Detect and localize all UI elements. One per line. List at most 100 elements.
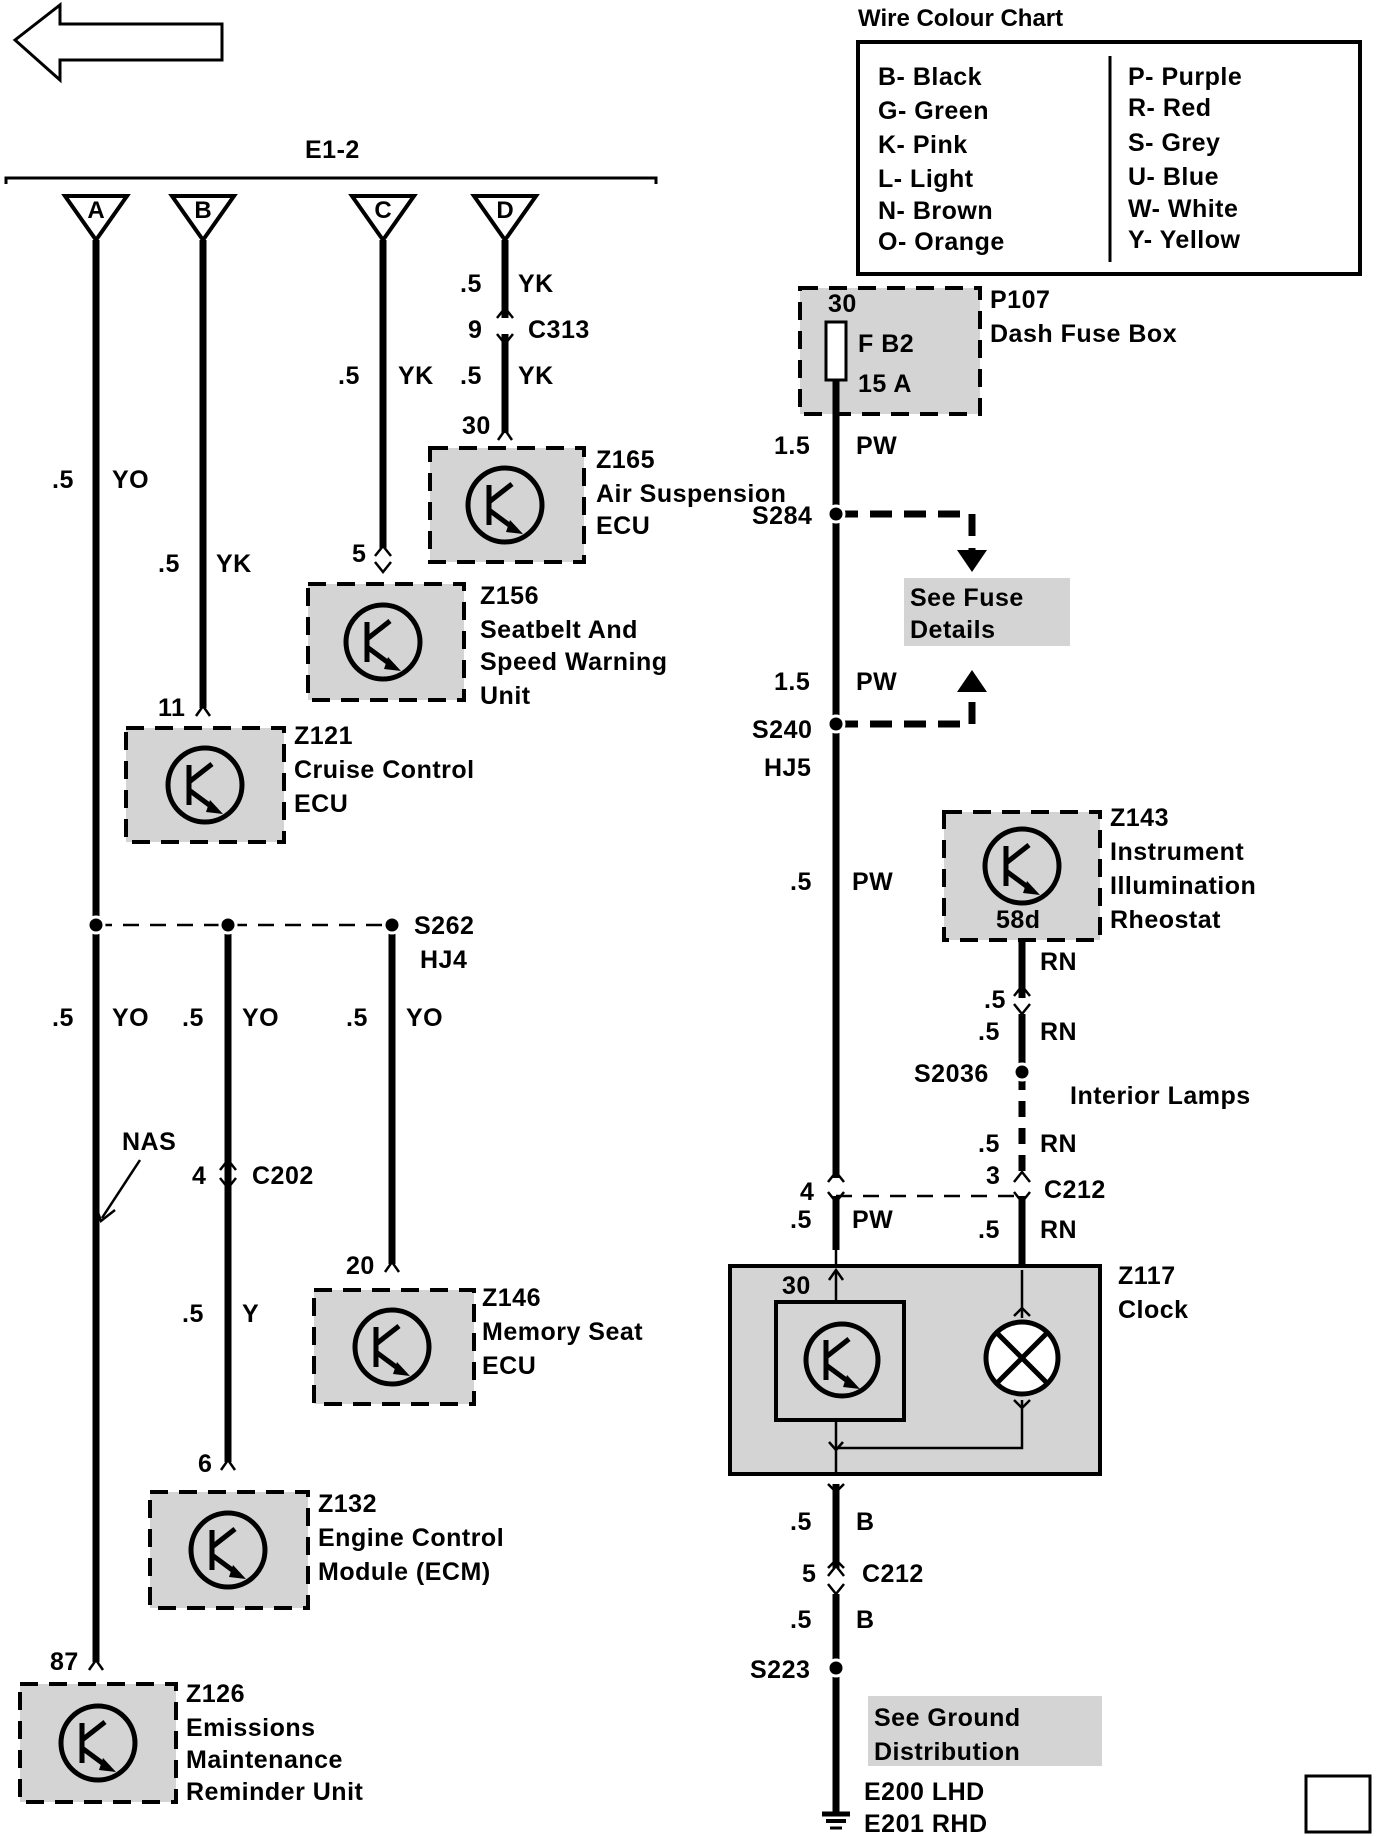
- z117-pin: 30: [782, 1272, 811, 1300]
- pin-label-d: D: [496, 197, 513, 224]
- z165-name-1: Air Suspension: [596, 480, 786, 508]
- wire-size-rn-clock: .5: [978, 1216, 1000, 1244]
- wire-size-b-y: .5: [182, 1300, 204, 1328]
- splice-node-s284: [826, 504, 846, 524]
- component-z146[interactable]: [312, 1288, 476, 1406]
- c202-pin: 4: [192, 1162, 206, 1190]
- wire-colour-ground-top: B: [856, 1508, 875, 1536]
- p107-fuse: F B2: [858, 330, 914, 358]
- wire-colour-ground-bottom: B: [856, 1606, 875, 1634]
- z156-name-1: Seatbelt And: [480, 616, 638, 644]
- z146-id: Z146: [482, 1284, 541, 1312]
- legend-left-4: N- Brown: [878, 197, 993, 225]
- z126-name-3: Reminder Unit: [186, 1778, 364, 1806]
- wire-size-d-bottom: .5: [460, 362, 482, 390]
- legend-title: Wire Colour Chart: [858, 5, 1063, 32]
- left-arrow-icon[interactable]: [12, 1, 224, 84]
- c313-name: C313: [528, 316, 590, 344]
- legend-left-3: L- Light: [878, 165, 974, 193]
- wire-size-rheo: .5: [978, 1018, 1000, 1046]
- legend-right-2: S- Grey: [1128, 129, 1220, 157]
- z156-name-3: Unit: [480, 682, 531, 710]
- z156-name-2: Speed Warning: [480, 648, 668, 676]
- wire-colour-c-upper: YK: [398, 362, 434, 390]
- splice-node-s262: [382, 915, 402, 935]
- wire-colour-d-bottom: YK: [518, 362, 554, 390]
- component-z132[interactable]: [148, 1490, 310, 1610]
- z126-name-2: Maintenance: [186, 1746, 343, 1774]
- component-z143[interactable]: [942, 810, 1102, 942]
- fuse-details-line-1: See Fuse: [910, 584, 1024, 612]
- legend-left-0: B- Black: [878, 63, 982, 91]
- z146-name-2: ECU: [482, 1352, 536, 1380]
- p107-pin: 30: [828, 290, 857, 318]
- legend-right-0: P- Purple: [1128, 63, 1242, 91]
- s262-name: S262: [414, 912, 474, 940]
- page-number-box: [1304, 1774, 1372, 1834]
- component-p107[interactable]: [798, 286, 982, 416]
- component-z126[interactable]: [18, 1682, 178, 1804]
- p107-name: Dash Fuse Box: [990, 320, 1177, 348]
- wire-colour-chart: Wire Colour Chart B- Black G- Green K- P…: [856, 5, 1362, 276]
- ground-icon: [822, 1811, 850, 1830]
- legend-right-4: W- White: [1128, 195, 1238, 223]
- wire-size-c-upper: .5: [338, 362, 360, 390]
- wire-colour-a-lower: YO: [112, 1004, 149, 1032]
- wire-size-s262-lower: .5: [346, 1004, 368, 1032]
- z121-name-1: Cruise Control: [294, 756, 475, 784]
- fuse-details-reference[interactable]: See Fuse Details: [904, 578, 1070, 646]
- nas-label: NAS: [122, 1128, 176, 1156]
- wire-size-ground-bottom: .5: [790, 1606, 812, 1634]
- bus-bar: [4, 176, 658, 184]
- wire-colour-b-y: Y: [242, 1300, 259, 1328]
- legend-left-2: K- Pink: [878, 131, 968, 159]
- ground-rhd: E201 RHD: [864, 1810, 988, 1836]
- s223-name: S223: [750, 1656, 810, 1684]
- wire-size-b-lower: .5: [182, 1004, 204, 1032]
- rheo-pin-1: .5: [984, 986, 1006, 1014]
- wire-size-hj5: .5: [790, 868, 812, 896]
- c212-left-pin: 4: [800, 1178, 814, 1206]
- wire-colour-b-upper: YK: [216, 550, 252, 578]
- p107-id: P107: [990, 286, 1050, 314]
- z121-id: Z121: [294, 722, 353, 750]
- splice-node-s2036: [1012, 1062, 1032, 1082]
- z132-name-1: Engine Control: [318, 1524, 504, 1552]
- z143-name-3: Rheostat: [1110, 906, 1221, 934]
- z143-name-1: Instrument: [1110, 838, 1244, 866]
- wire-colour-rn-clock: RN: [1040, 1216, 1077, 1244]
- component-z121[interactable]: [124, 726, 286, 844]
- wire-colour-b-lower: YO: [242, 1004, 279, 1032]
- bus-pin-a: A: [61, 194, 131, 244]
- legend-right-5: Y- Yellow: [1128, 226, 1240, 254]
- fuse-details-line-2: Details: [910, 616, 995, 644]
- legend-right-1: R- Red: [1128, 94, 1212, 122]
- s284-name: S284: [752, 502, 812, 530]
- wire-colour-rheo-out: RN: [1040, 948, 1077, 976]
- s240-harness: HJ5: [764, 754, 811, 782]
- z132-name-2: Module (ECM): [318, 1558, 491, 1586]
- component-z117[interactable]: [728, 1264, 1102, 1476]
- c313-pin: 9: [468, 316, 482, 344]
- z165-name-2: ECU: [596, 512, 650, 540]
- wire-colour-rheo: RN: [1040, 1018, 1077, 1046]
- z126-pin: 87: [50, 1648, 79, 1676]
- splice-node-left: [86, 915, 106, 935]
- legend-left-1: G- Green: [878, 97, 989, 125]
- wire-size-s284-s240: 1.5: [774, 668, 810, 696]
- z126-name-1: Emissions: [186, 1714, 316, 1742]
- z146-name-1: Memory Seat: [482, 1318, 643, 1346]
- z117-id: Z117: [1118, 1262, 1176, 1290]
- splice-node-s240: [826, 714, 846, 734]
- wire-colour-d-top: YK: [518, 270, 554, 298]
- component-z165[interactable]: [428, 446, 586, 564]
- wire-colour-fuse-out: PW: [856, 432, 897, 460]
- bus-pin-c: C: [348, 194, 418, 244]
- wire-size-rn-mid: .5: [978, 1130, 1000, 1158]
- s2036-name: S2036: [914, 1060, 989, 1088]
- component-z156[interactable]: [306, 582, 466, 702]
- ground-distribution-line-2: Distribution: [874, 1738, 1020, 1766]
- wire-colour-hj5: PW: [852, 868, 893, 896]
- ground-distribution-reference[interactable]: See Ground Distribution: [868, 1696, 1102, 1766]
- z132-pin: 6: [198, 1450, 212, 1478]
